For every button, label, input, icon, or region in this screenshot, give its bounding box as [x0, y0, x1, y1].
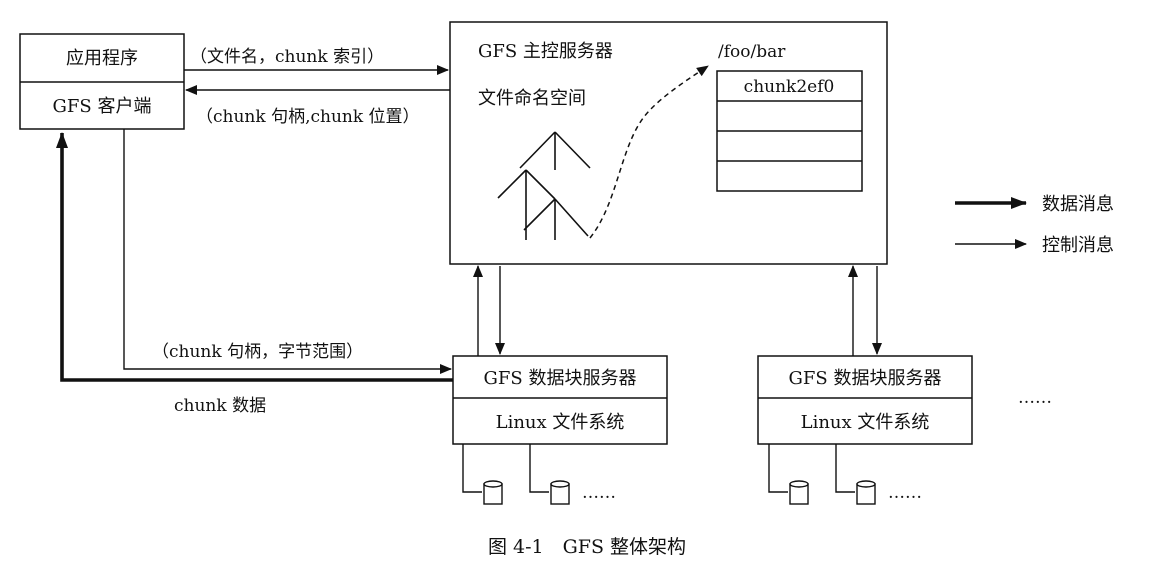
chunk-table: chunk2ef0: [716, 70, 863, 192]
chunkserver-title: GFS 数据块服务器: [484, 368, 637, 389]
data-label: chunk 数据: [174, 396, 266, 416]
path-label: /foo/bar: [718, 42, 786, 62]
master-box: GFS 主控服务器 文件命名空间 /foo/bar chunk2ef0: [449, 21, 888, 265]
namespace-tree: [497, 131, 591, 240]
disk-links: [462, 444, 549, 493]
disk-icon: [856, 480, 876, 505]
read-request-arrow: [123, 129, 452, 374]
namespace-to-path-arrow: [589, 65, 709, 239]
master-chunkserver-arrows: [473, 265, 882, 356]
chunkserver-title: GFS 数据块服务器: [789, 368, 942, 389]
client-master-arrows: （文件名，chunk 索引） （chunk 句柄,chunk 位置）: [184, 47, 450, 127]
disk-icon: [789, 480, 809, 505]
chunkserver-fs: Linux 文件系统: [496, 412, 625, 433]
legend-control-label: 控制消息: [1042, 235, 1114, 256]
disk-links: [768, 444, 855, 493]
master-title: GFS 主控服务器: [478, 41, 613, 62]
namespace-label: 文件命名空间: [478, 88, 586, 109]
legend-data-label: 数据消息: [1042, 194, 1114, 215]
more-disks: ……: [888, 483, 922, 503]
read-request-label: （chunk 句柄，字节范围）: [152, 342, 363, 362]
figure-caption: 图 4-1 GFS 整体架构: [488, 536, 686, 558]
chunkserver-1: GFS 数据块服务器 Linux 文件系统 ……: [452, 355, 668, 505]
request-label: （文件名，chunk 索引）: [190, 47, 384, 67]
more-disks: ……: [582, 483, 616, 503]
client-box: 应用程序 GFS 客户端: [19, 33, 185, 130]
legend: 数据消息 控制消息: [955, 194, 1114, 256]
more-servers: ……: [1018, 388, 1052, 408]
client-label: GFS 客户端: [53, 96, 152, 117]
chunkserver-fs: Linux 文件系统: [801, 412, 930, 433]
data-arrow: [56, 132, 453, 382]
app-label: 应用程序: [66, 48, 138, 69]
client-chunkserver-arrows: （chunk 句柄，字节范围） chunk 数据: [56, 129, 453, 416]
disk-icon: [550, 480, 570, 505]
response-label: （chunk 句柄,chunk 位置）: [196, 107, 420, 127]
chunkserver-2: GFS 数据块服务器 Linux 文件系统 ……: [757, 355, 973, 505]
chunk-table-row: chunk2ef0: [744, 77, 835, 97]
disk-icon: [483, 480, 503, 505]
